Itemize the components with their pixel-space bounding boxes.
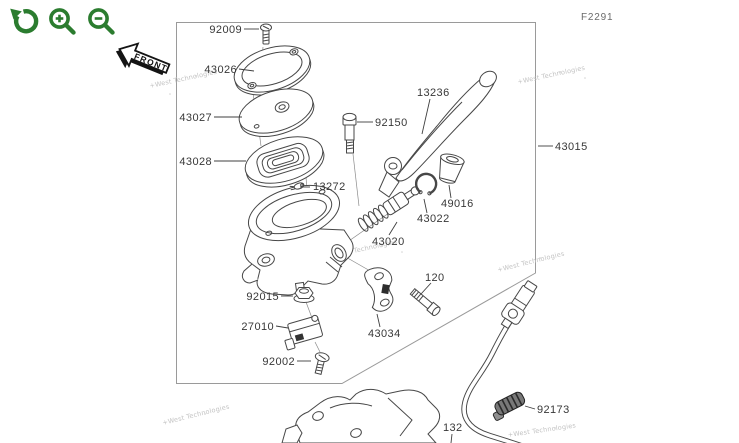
part-13272-clip <box>289 182 305 191</box>
watermark-text: +West Technologies <box>507 421 577 439</box>
part-43028-diaphragm <box>244 136 325 188</box>
part-label-92009: 92009 <box>209 24 242 36</box>
rotate-reset-button[interactable] <box>8 6 39 37</box>
part-92002-screw <box>314 352 330 375</box>
part-label-132: 132 <box>443 422 463 434</box>
part-label-49016: 49016 <box>441 198 474 210</box>
watermark-text: +West Technologies <box>162 402 231 427</box>
part-label-43015: 43015 <box>555 141 588 153</box>
part-92173-clamp <box>492 391 526 421</box>
part-43027-plate <box>238 88 315 137</box>
part-label-43020: 43020 <box>372 236 405 248</box>
part-body-master-cylinder <box>241 225 354 296</box>
viewer-toolbar <box>8 6 117 37</box>
figure-frame <box>176 22 536 384</box>
zoom-out-button[interactable] <box>86 6 117 37</box>
part-label-92150: 92150 <box>375 117 408 129</box>
part-13236-lever <box>378 70 497 198</box>
zoom-out-icon <box>88 8 115 35</box>
leader-lines <box>214 28 553 443</box>
part-callouts: 92009 43026 43027 43028 92150 13236 4301… <box>179 24 587 434</box>
part-label-120: 120 <box>425 272 445 284</box>
part-43022-circlip <box>414 172 438 196</box>
zoom-in-icon <box>49 8 76 35</box>
part-120-bolt <box>409 287 441 316</box>
part-43026-cap <box>233 45 312 96</box>
part-cable <box>461 280 538 443</box>
zoom-in-button[interactable] <box>47 6 78 37</box>
part-label-43028: 43028 <box>179 156 212 168</box>
part-43020-piston <box>357 186 420 232</box>
part-92150-bolt <box>342 112 357 154</box>
part-cable-connector <box>500 280 538 330</box>
watermark-speckles <box>169 71 586 429</box>
part-label-92173: 92173 <box>537 404 570 416</box>
part-label-27010: 27010 <box>241 321 274 333</box>
part-43034-holder <box>364 267 394 312</box>
part-label-43027: 43027 <box>179 112 212 124</box>
part-lower-bracket <box>281 388 441 443</box>
part-label-43022: 43022 <box>417 213 450 225</box>
part-label-92002: 92002 <box>262 356 295 368</box>
watermarks: +West Technologies +West Technologies +W… <box>149 64 586 439</box>
part-label-92015: 92015 <box>246 291 279 303</box>
part-27010-switch <box>284 314 323 351</box>
part-49016-boot <box>439 153 465 184</box>
watermark-text: +West Technologies <box>517 64 586 86</box>
watermark-text: +West Technologies <box>497 249 566 274</box>
part-label-13236: 13236 <box>417 87 450 99</box>
part-label-43034: 43034 <box>368 328 401 340</box>
figure-code: F2291 <box>581 12 613 23</box>
part-92015-nut <box>293 287 315 303</box>
rotate-reset-icon <box>10 8 39 34</box>
part-label-13272: 13272 <box>313 181 346 193</box>
front-direction-arrow: FRONT <box>115 42 171 76</box>
part-body-reservoir-rim <box>247 184 341 242</box>
part-92009-screw <box>260 23 272 45</box>
part-label-43026: 43026 <box>204 64 237 76</box>
